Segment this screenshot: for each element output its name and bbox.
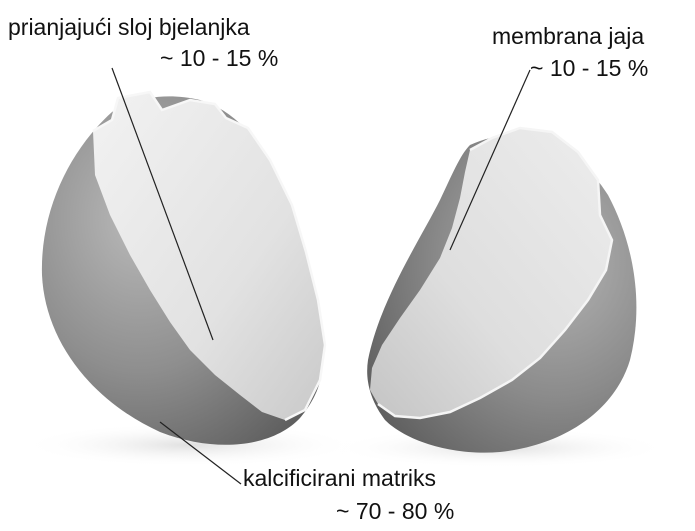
egg-membrane-percent: ~ 10 - 15 % <box>530 55 648 81</box>
albumen-layer-label: prianjajući sloj bjelanjka <box>8 14 250 40</box>
albumen-layer-percent: ~ 10 - 15 % <box>160 45 278 71</box>
calcified-matrix-label: kalcificirani matriks <box>243 465 436 491</box>
left-shell-half <box>42 92 325 445</box>
egg-membrane-label: membrana jaja <box>492 23 644 49</box>
calcified-matrix-percent: ~ 70 - 80 % <box>336 498 454 524</box>
right-shell-half <box>367 128 636 453</box>
